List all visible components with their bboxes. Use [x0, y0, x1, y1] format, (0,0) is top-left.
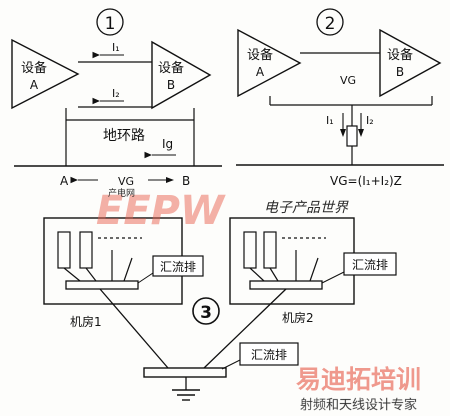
- panel-1: 1 设备 A 设备 B I₁ I₂ 地环路 Ig A VG B: [11, 8, 222, 188]
- impedance-z: [346, 125, 358, 147]
- current-2-label: I₂: [112, 87, 120, 100]
- eepw-watermark-small: 产电网: [108, 187, 135, 199]
- device-b-triangle-2: [379, 28, 442, 98]
- point-b-label: B: [182, 174, 190, 188]
- bus-bar-callout-1-pointer: [137, 272, 154, 284]
- panel-3-number-circle: [192, 297, 220, 325]
- bus-bar-callout-1: [152, 255, 204, 277]
- device-b-letter: B: [167, 78, 175, 92]
- room-1-cabinet-2: [79, 231, 93, 269]
- voltage-label-2: VG: [340, 74, 356, 87]
- current-1-arrow-head-2: [340, 129, 346, 137]
- ground-loop-label: 地环路: [103, 128, 145, 144]
- voltage-formula: VG=(I₁+I₂)Z: [330, 174, 402, 188]
- vg-arrow-right-head: [166, 177, 174, 183]
- room-1-label: 机房1: [70, 314, 102, 329]
- ground-current-label: Ig: [162, 137, 173, 151]
- room-2-lead-1: [249, 267, 265, 282]
- main-bus-bar-callout-pointer: [221, 359, 241, 370]
- room-1-lead-4: [123, 257, 133, 282]
- bus-bar-label-2: 汇流排: [352, 258, 388, 272]
- panel-2-number-circle: [316, 8, 344, 36]
- room-1-ground-wire: [99, 288, 169, 369]
- point-a-label: A: [60, 174, 69, 188]
- device-a-label-2: 设备: [247, 47, 273, 63]
- voltage-label-1: VG: [118, 175, 134, 188]
- current-2-arrow-head-2: [358, 129, 364, 137]
- panel-3-number: 3: [200, 303, 212, 323]
- panel-1-number: 1: [105, 14, 116, 34]
- device-a-letter: A: [30, 78, 39, 92]
- eepw-watermark: EEPW: [96, 188, 226, 234]
- main-bus-bar-label: 汇流排: [251, 348, 287, 362]
- room-1-bus-bar: [65, 280, 139, 290]
- room-2-label: 机房2: [282, 310, 314, 325]
- current-1-label: I₁: [112, 41, 120, 54]
- panel-1-number-circle: [96, 8, 124, 36]
- room-2-box: [229, 217, 355, 305]
- device-b-label-2: 设备: [387, 47, 413, 63]
- room-2-lead-4: [309, 257, 319, 282]
- device-b-letter-2: B: [396, 65, 404, 79]
- eepw-watermark-sub: 电子产品世界: [264, 200, 349, 216]
- device-a-label: 设备: [21, 60, 47, 76]
- brand-watermark-sub: 射频和天线设计专家: [300, 397, 417, 413]
- watermarks: EEPW 电子产品世界 产电网 易迪拓培训 射频和天线设计专家: [96, 187, 421, 413]
- room-2-bus-bar: [249, 280, 323, 290]
- device-b-label: 设备: [158, 60, 184, 76]
- bus-bar-callout-2-pointer: [321, 271, 345, 284]
- main-bus-bar-callout: [239, 342, 299, 366]
- device-a-letter-2: A: [256, 65, 265, 79]
- bus-bar-callout-2: [343, 252, 397, 276]
- room-1-lead-1: [63, 267, 81, 282]
- room-1-lead-2: [85, 267, 97, 282]
- panel-2: 2 设备 A 设备 B VG I₁ I₂ VG=(I₁+I₂)Z: [236, 8, 444, 188]
- panel-2-number: 2: [325, 14, 336, 34]
- room-2-cabinet-1: [243, 231, 257, 269]
- room-1-cabinet-1: [57, 231, 71, 269]
- room-2-ground-wire: [203, 288, 287, 369]
- current-2-label-2: I₂: [366, 114, 374, 127]
- brand-watermark: 易迪拓培训: [296, 365, 421, 394]
- device-a-triangle: [11, 38, 80, 110]
- current-1-label-2: I₁: [326, 114, 334, 127]
- device-a-triangle-2: [237, 28, 302, 98]
- main-bus-bar: [143, 367, 227, 378]
- device-b-triangle: [151, 40, 212, 110]
- room-2-cabinet-2: [263, 231, 277, 269]
- panel-3: 汇流排 机房1 汇流排 机房2 3 汇流排: [43, 217, 397, 401]
- bus-bar-label-1: 汇流排: [160, 260, 196, 274]
- room-2-lead-2: [269, 267, 279, 282]
